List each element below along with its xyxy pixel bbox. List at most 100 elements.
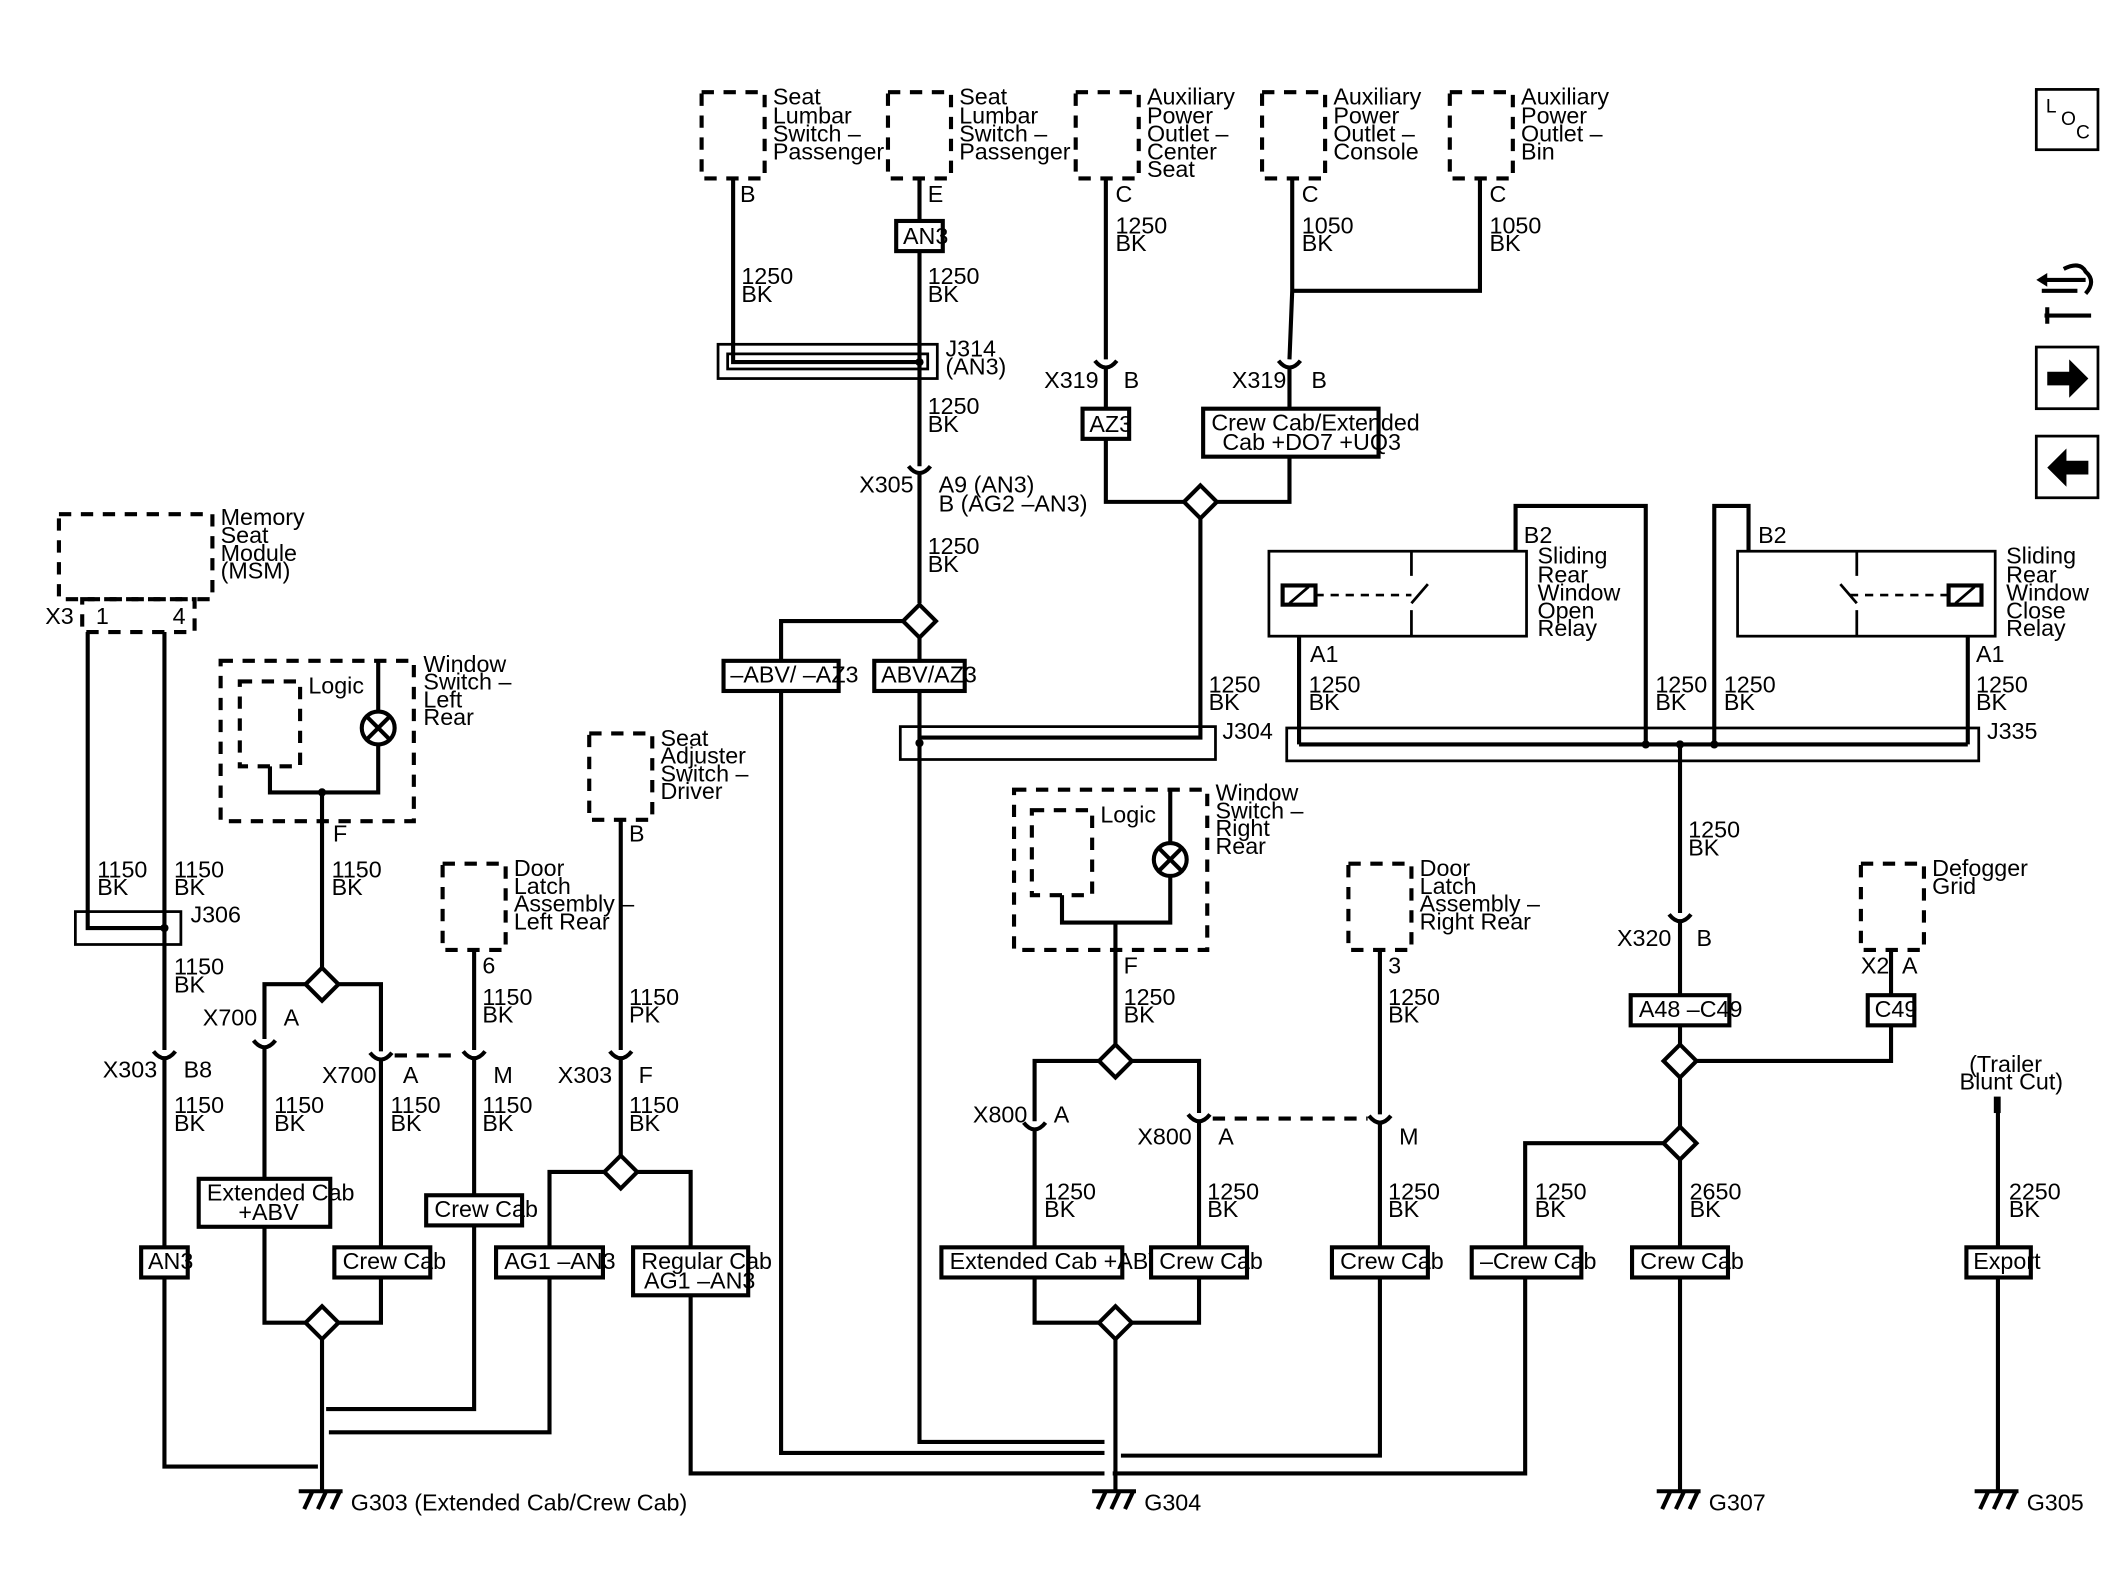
svg-text:AN3: AN3 <box>903 223 948 249</box>
svg-text:Door Latch Assembl: Door Latch Assembly – Right Rear <box>1420 855 1547 934</box>
loc-button[interactable]: L O C <box>2034 88 2100 152</box>
svg-text:M: M <box>1399 1124 1418 1150</box>
svg-text:Sliding Rear Windo: Sliding Rear Window Open Relay <box>1538 543 1627 642</box>
splice-pack-j306 <box>73 910 183 946</box>
svg-text:A48 –C49: A48 –C49 <box>1639 996 1743 1022</box>
svg-text:Crew Cab: Crew Cab <box>343 1248 447 1274</box>
svg-text:Extended Cab+ABV: Extended Cab+ABV <box>207 1180 355 1225</box>
svg-text:G305: G305 <box>2027 1489 2084 1515</box>
aux-power-outlet-console: Auxiliary Power Outlet – Console C <box>1260 83 1427 207</box>
door-latch-left-rear: Door Latch Assembly – Left Rear <box>440 855 641 953</box>
harness-connector-icon[interactable] <box>2036 263 2094 324</box>
svg-text:Logic: Logic <box>308 673 364 699</box>
splice-pack-j314 <box>716 342 939 380</box>
ground-g305: G305 <box>1974 1489 2084 1515</box>
next-page-button[interactable] <box>2034 345 2100 411</box>
sliding-rear-window-close-relay: Sliding Rear Window Close Relay <box>1736 543 2095 642</box>
svg-text:Extended Cab +ABV: Extended Cab +ABV <box>950 1248 1165 1274</box>
svg-text:X3: X3 <box>45 603 73 629</box>
svg-text:E: E <box>928 181 944 207</box>
svg-text:A: A <box>1054 1102 1070 1128</box>
splice-pack-j304 <box>898 725 1217 761</box>
seat-lumbar-2-label: Seat Lumbar Switch – Passenger <box>959 83 1071 164</box>
option-regular-cab <box>631 1245 751 1298</box>
aux-power-outlet-center-seat: Auxiliary Power Outlet – Center Seat C <box>1073 83 1235 207</box>
seat-lumbar-switch-passenger-1: Seat Lumbar Switch – Passenger B <box>699 83 884 207</box>
svg-text:B: B <box>1696 925 1712 951</box>
svg-text:6: 6 <box>482 952 495 978</box>
aux-power-outlet-bin: Auxiliary Power Outlet – Bin C <box>1447 83 1609 207</box>
svg-text:Crew Cab: Crew Cab <box>1159 1248 1263 1274</box>
svg-text:C: C <box>1302 181 1319 207</box>
splice-pack-j335 <box>1285 726 1981 763</box>
svg-text:X800: X800 <box>973 1102 1027 1128</box>
svg-text:Window Switch – Ri: Window Switch – Right Rear <box>1215 780 1309 859</box>
svg-text:Logic: Logic <box>1100 802 1156 828</box>
svg-text:G304: G304 <box>1144 1489 1201 1515</box>
svg-text:Memory Seat Module: Memory Seat Module (MSM) <box>221 504 312 583</box>
svg-text:AZ3: AZ3 <box>1089 411 1132 437</box>
svg-text:Door Latch Assembl: Door Latch Assembly – Left Rear <box>514 855 641 934</box>
svg-text:Window Switch – Le: Window Switch – Left Rear <box>423 651 517 730</box>
prev-page-button[interactable] <box>2034 434 2100 500</box>
option-crew-cab-g307 <box>1629 1245 1731 1280</box>
svg-text:A: A <box>284 1004 300 1030</box>
svg-text:Auxiliary Power Ou: Auxiliary Power Outlet – Console <box>1333 83 1427 164</box>
option-not-crew-cab <box>1469 1245 1584 1280</box>
svg-text:C49: C49 <box>1875 996 1918 1022</box>
svg-text:X305: X305 <box>859 471 913 497</box>
right-arrow-icon <box>2047 359 2089 398</box>
svg-text:C: C <box>1115 181 1132 207</box>
svg-text:F: F <box>639 1062 653 1088</box>
option-az3 <box>1080 406 1132 441</box>
svg-text:J335: J335 <box>1987 718 2038 744</box>
svg-text:Crew Cab: Crew Cab <box>434 1196 538 1222</box>
svg-text:L O C: L O C <box>2046 97 2090 144</box>
svg-text:3: 3 <box>1388 952 1401 978</box>
svg-text:Crew Cab: Crew Cab <box>1640 1248 1744 1274</box>
seat-lumbar-switch-passenger-2: Seat Lumbar Switch – Passenger E <box>885 83 1071 207</box>
svg-text:F: F <box>1124 952 1138 978</box>
svg-text:AN3: AN3 <box>148 1248 193 1274</box>
svg-text:X303: X303 <box>103 1056 157 1082</box>
svg-text:A1: A1 <box>1310 641 1338 667</box>
svg-text:X800: X800 <box>1137 1124 1191 1150</box>
svg-text:J306: J306 <box>190 902 240 928</box>
svg-text:B2: B2 <box>1758 522 1786 548</box>
left-arrow-icon <box>2047 448 2089 487</box>
window-switch-right-rear: Logic Window Switch – Right Rear <box>1011 780 1309 953</box>
svg-text:B: B <box>629 821 645 847</box>
svg-text:Sliding Rear Windo: Sliding Rear Window Close Relay <box>2006 543 2095 642</box>
window-switch-left-rear: Logic Window Switch – Left Rear <box>218 651 517 824</box>
svg-text:F: F <box>333 821 347 847</box>
svg-text:M: M <box>493 1062 512 1088</box>
svg-text:Export: Export <box>1973 1248 2041 1274</box>
option-a48-c49 <box>1628 993 1732 1028</box>
